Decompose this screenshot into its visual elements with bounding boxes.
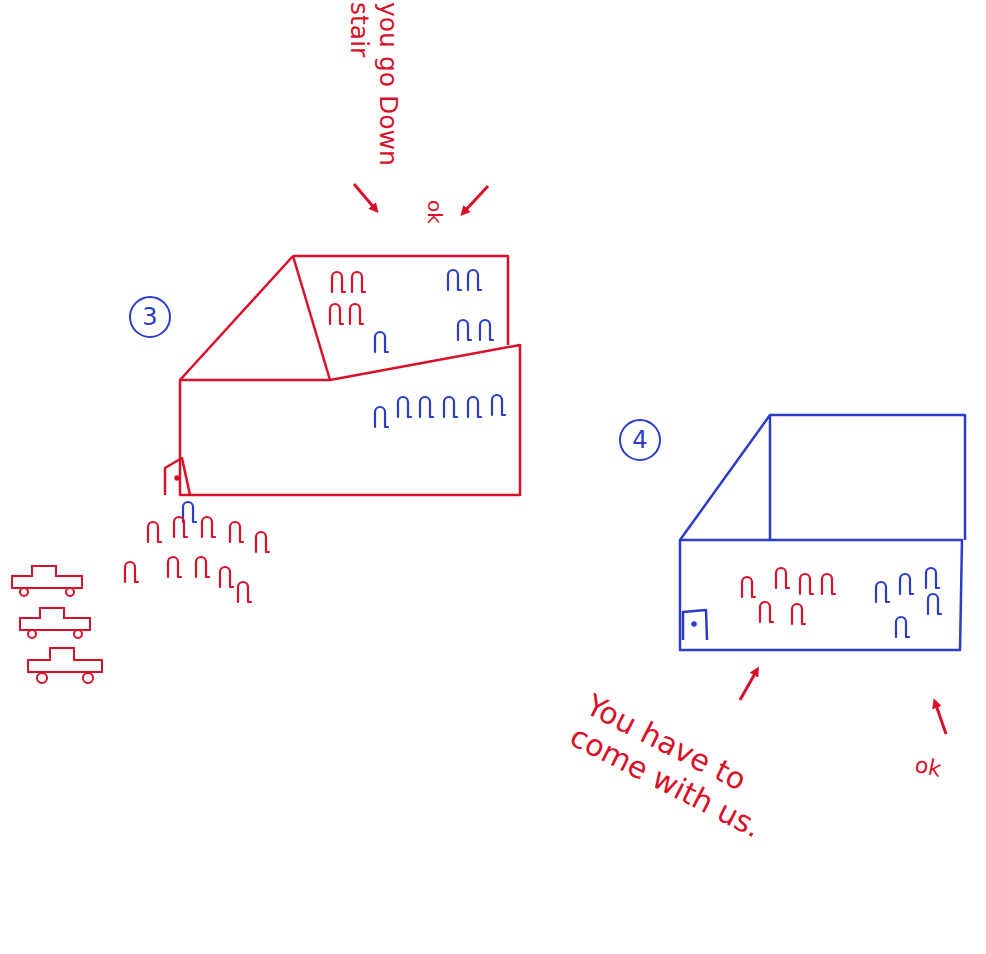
handwritten-note: ok [913,752,967,787]
house-four [680,415,965,650]
people-figures [876,568,941,637]
callout-number: 4 [632,426,647,454]
house-three [165,256,520,495]
people-figures [183,270,505,522]
people-figures [330,272,365,324]
handwritten-note: you go Down stair [345,2,403,227]
people-figures [742,568,835,624]
pointer-arrows [354,184,488,213]
callout-circle: 3 [129,296,171,338]
pointer-arrows [740,670,946,734]
handwritten-note: You have to come with us. [565,688,828,868]
callout-number: 3 [142,303,157,331]
handwritten-note: ok [423,200,446,240]
people-figures [125,517,269,602]
callout-circle: 4 [619,419,661,461]
car-drawings [12,566,102,683]
